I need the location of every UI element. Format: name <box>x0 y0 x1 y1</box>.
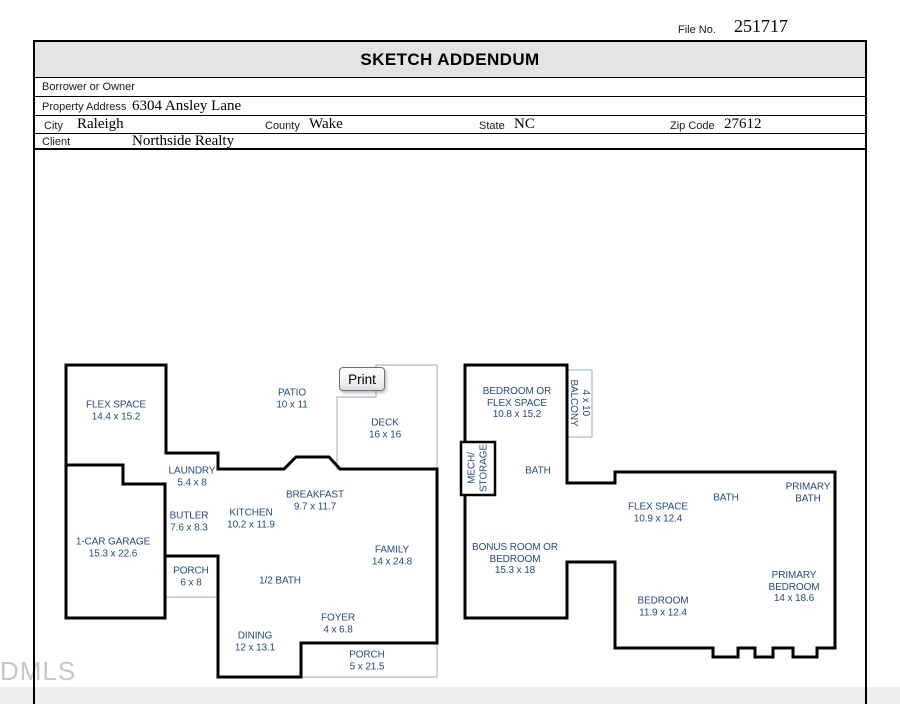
county-label: County <box>265 120 300 132</box>
room-label-bedroom-or-flex: BEDROOM OR FLEX SPACE 10.8 x 15.2 <box>482 385 552 420</box>
client-value: Northside Realty <box>132 133 235 149</box>
sketch-area-left-border <box>33 150 35 704</box>
form-header-box: SKETCH ADDENDUM Borrower or Owner Proper… <box>33 40 867 150</box>
room-label-half-bath: 1/2 BATH <box>259 575 301 587</box>
county-value: Wake <box>309 116 343 132</box>
page-title: SKETCH ADDENDUM <box>35 42 865 78</box>
room-label-family: FAMILY 14 x 24.8 <box>371 544 413 568</box>
room-label-garage: 1-CAR GARAGE 15.3 x 22.6 <box>75 536 151 560</box>
borrower-row: Borrower or Owner <box>35 78 865 97</box>
watermark-text: DMLS <box>0 656 77 686</box>
room-label-patio: PATIO 10 x 11 <box>276 387 308 411</box>
room-label-laundry: LAUNDRY 5.4 x 8 <box>168 465 216 489</box>
file-no-label: File No. <box>678 24 716 36</box>
state-value: NC <box>514 116 535 132</box>
room-label-deck: DECK 16 x 16 <box>368 417 402 441</box>
room-label-bath-upper: BATH <box>525 465 551 477</box>
client-label: Client <box>42 136 71 148</box>
room-label-flex-space-1: FLEX SPACE 14.4 x 15.2 <box>86 399 146 423</box>
room-label-balcony: BALCONY 4 x 10 <box>568 379 591 427</box>
room-label-porch-front: PORCH 5 x 21.5 <box>349 649 385 673</box>
room-label-bath-hall: BATH <box>713 492 739 504</box>
room-label-mech-storage: MECH/ STORAGE <box>466 443 490 493</box>
client-row: Client Northside Realty <box>35 133 865 149</box>
property-address-label: Property Address <box>42 101 127 113</box>
property-address-row: Property Address 6304 Ansley Lane <box>35 97 865 116</box>
room-label-kitchen: KITCHEN 10.2 x 11.9 <box>227 507 275 531</box>
room-label-primary-bath: PRIMARY BATH <box>785 481 831 505</box>
sketch-area-right-border <box>865 150 867 704</box>
borrower-label: Borrower or Owner <box>42 81 135 93</box>
room-label-butler: BUTLER 7.6 x 8.3 <box>169 510 209 534</box>
print-button[interactable]: Print <box>339 367 385 391</box>
city-label: City <box>44 120 63 132</box>
room-label-dining: DINING 12 x 13.1 <box>234 630 276 654</box>
room-label-flex-space-2: FLEX SPACE 10.9 x 12.4 <box>628 501 688 525</box>
room-label-bedroom-2: BEDROOM 11.9 x 12.4 <box>637 595 689 619</box>
city-value: Raleigh <box>77 116 124 132</box>
property-address-value: 6304 Ansley Lane <box>132 98 242 114</box>
city-county-state-zip-row: City Raleigh County Wake State NC Zip Co… <box>35 116 865 134</box>
zip-value: 27612 <box>724 116 762 132</box>
zip-label: Zip Code <box>670 120 715 132</box>
room-label-foyer: FOYER 4 x 6.8 <box>321 612 355 636</box>
room-label-porch-side: PORCH 6 x 8 <box>173 565 209 589</box>
room-label-breakfast: BREAKFAST 9.7 x 11.7 <box>285 489 345 513</box>
room-label-primary-bedroom: PRIMARY BEDROOM 14 x 18.6 <box>768 569 820 604</box>
page-bottom-band <box>0 687 900 704</box>
state-label: State <box>479 120 505 132</box>
room-label-bonus-room: BONUS ROOM OR BEDROOM 15.3 x 18 <box>472 541 558 576</box>
file-no-value: 251717 <box>734 16 788 36</box>
